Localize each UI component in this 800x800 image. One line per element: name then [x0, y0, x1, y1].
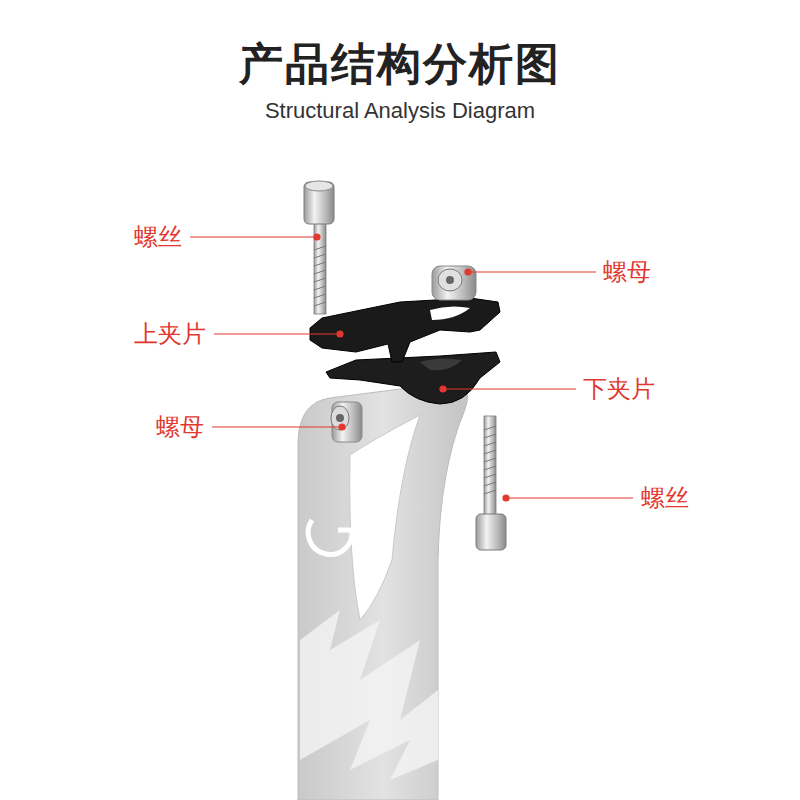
subtitle: Structural Analysis Diagram: [265, 98, 535, 124]
nut: [332, 402, 362, 442]
leader-line: [214, 333, 337, 334]
leader-dot: [465, 269, 471, 275]
leader-line: [509, 497, 633, 498]
seatpost-window: [350, 415, 420, 620]
part-label: 螺丝: [134, 222, 182, 252]
screw-head: [476, 514, 506, 550]
leader-line: [446, 388, 576, 389]
screw-head: [304, 182, 334, 224]
page-title: 产品结构分析图: [239, 35, 561, 94]
leader-line: [471, 271, 596, 272]
post-logo: [308, 520, 352, 554]
part-label: 螺母: [603, 257, 651, 287]
screw-head-top: [305, 181, 333, 191]
leader-dot: [339, 424, 345, 430]
leader-dot: [314, 234, 320, 240]
screw-threads: [484, 426, 496, 494]
post-graphic: [300, 610, 438, 780]
leader-line: [190, 236, 314, 237]
screw-shaft: [484, 416, 496, 518]
nut-hole: [446, 276, 454, 284]
part-label: 螺丝: [641, 483, 689, 513]
upper-clamp: [310, 298, 500, 362]
leader-dot: [337, 331, 343, 337]
nut: [432, 266, 476, 300]
nut-end: [438, 269, 462, 291]
leader-line: [212, 426, 339, 427]
lower-clamp: [326, 352, 500, 404]
leader-dot: [503, 495, 509, 501]
upper-clamp-slot: [430, 306, 470, 320]
seatpost-tube: [298, 382, 467, 800]
part-label: 下夹片: [583, 374, 655, 404]
screw-threads: [314, 246, 326, 306]
screw-shaft: [314, 222, 326, 314]
leader-dot: [440, 386, 446, 392]
nut-hole: [336, 414, 344, 422]
part-label: 上夹片: [134, 319, 206, 349]
part-label: 螺母: [156, 412, 204, 442]
lower-clamp-seat: [420, 358, 462, 370]
